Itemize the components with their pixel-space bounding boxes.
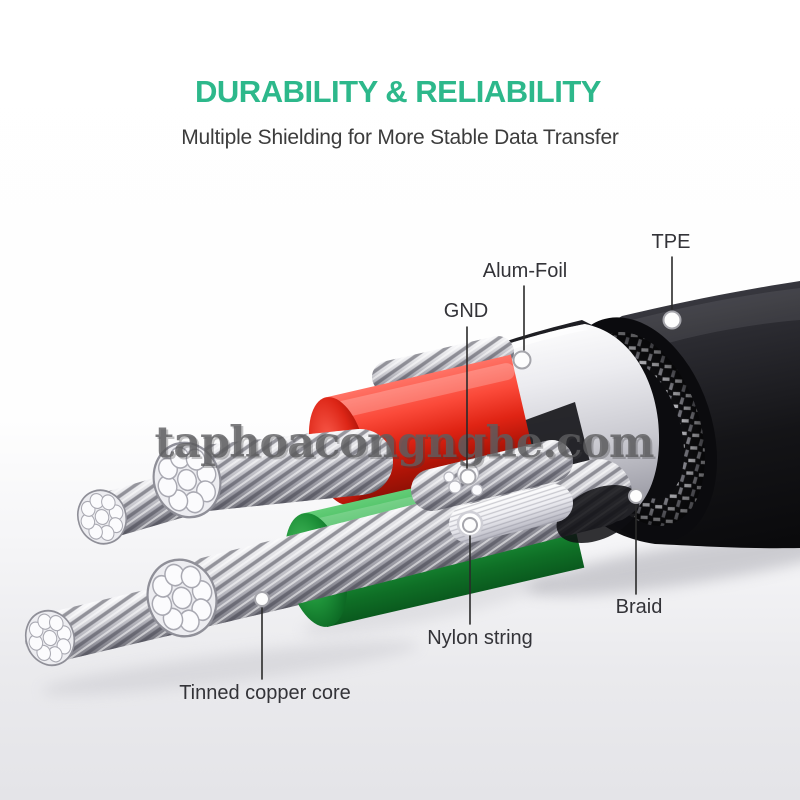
page-subtitle: Multiple Shielding for More Stable Data …: [181, 126, 619, 149]
callout-braid: Braid: [616, 488, 663, 618]
alum-foil-label: Alum-Foil: [483, 260, 567, 282]
watermark-shadow-text: taphoacongnghe.com: [156, 420, 656, 470]
copper-strand-tip: [372, 336, 514, 393]
tinned-marker-dot: [254, 591, 270, 607]
tpe-label: TPE: [652, 231, 691, 253]
callouts: TPE Alum-Foil GND Braid Nylon string Tin…: [179, 231, 690, 704]
callout-gnd: GND: [444, 300, 488, 486]
alum-foil-marker-dot: [512, 350, 532, 370]
braid-marker-dot: [628, 488, 644, 504]
tinned-copper-core-label: Tinned copper core: [179, 682, 351, 704]
callout-tinned-copper-core: Tinned copper core: [179, 591, 351, 704]
nylon-string-label: Nylon string: [427, 627, 533, 649]
cable-illustration: [17, 281, 800, 673]
braid-label: Braid: [616, 596, 663, 618]
nylon-marker-dot: [462, 517, 478, 533]
callout-tpe: TPE: [652, 231, 691, 330]
gnd-label: GND: [444, 300, 488, 322]
tpe-marker-dot: [662, 310, 682, 330]
watermark-text: taphoacongnghe.com: [154, 418, 654, 468]
gnd-marker-dot: [459, 468, 477, 486]
callout-alum-foil: Alum-Foil: [483, 260, 567, 370]
opening-shadow: [556, 484, 640, 544]
callout-nylon-string: Nylon string: [427, 517, 533, 649]
copper-strand-upper-big: [142, 429, 393, 528]
header: DURABILITY & RELIABILITY Multiple Shield…: [181, 74, 619, 149]
page-title: DURABILITY & RELIABILITY: [195, 74, 602, 109]
watermark: taphoacongnghe.com taphoacongnghe.com: [154, 418, 657, 470]
